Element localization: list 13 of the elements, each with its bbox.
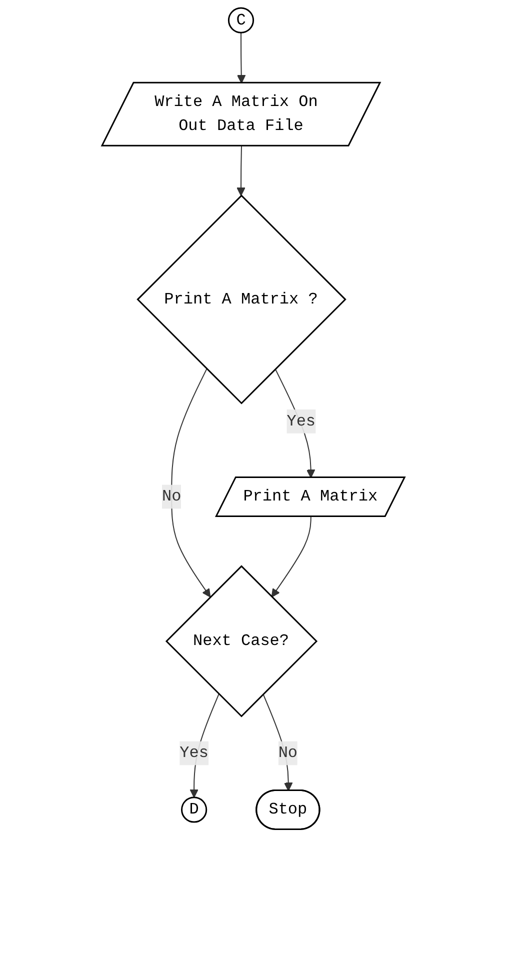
- arrow: [236, 146, 246, 196]
- edge-label: Yes: [286, 412, 316, 430]
- node-diamond: Print A Matrix ?: [136, 194, 347, 404]
- arrow: [262, 694, 293, 792]
- arrow: [171, 368, 211, 598]
- edge-label: No: [162, 488, 182, 506]
- arrow: [272, 516, 312, 598]
- node-diamond: Next Case?: [166, 565, 318, 718]
- edge-label: No: [278, 744, 298, 762]
- arrow: [237, 32, 246, 84]
- node-circle: C: [228, 7, 254, 34]
- edge-label: Yes: [180, 744, 209, 762]
- node-circle: D: [181, 796, 208, 823]
